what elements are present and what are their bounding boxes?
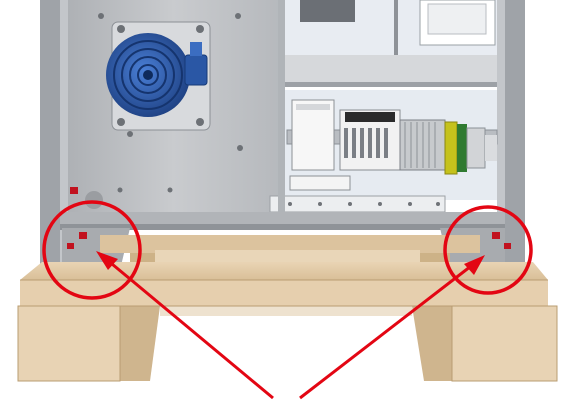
wooden-pallet xyxy=(17,235,558,382)
arrow-left xyxy=(96,251,274,400)
electric-motor xyxy=(106,21,211,131)
arrow-right xyxy=(299,255,485,400)
highlight-circle-right xyxy=(443,205,533,295)
highlight-circle-left xyxy=(42,200,142,300)
